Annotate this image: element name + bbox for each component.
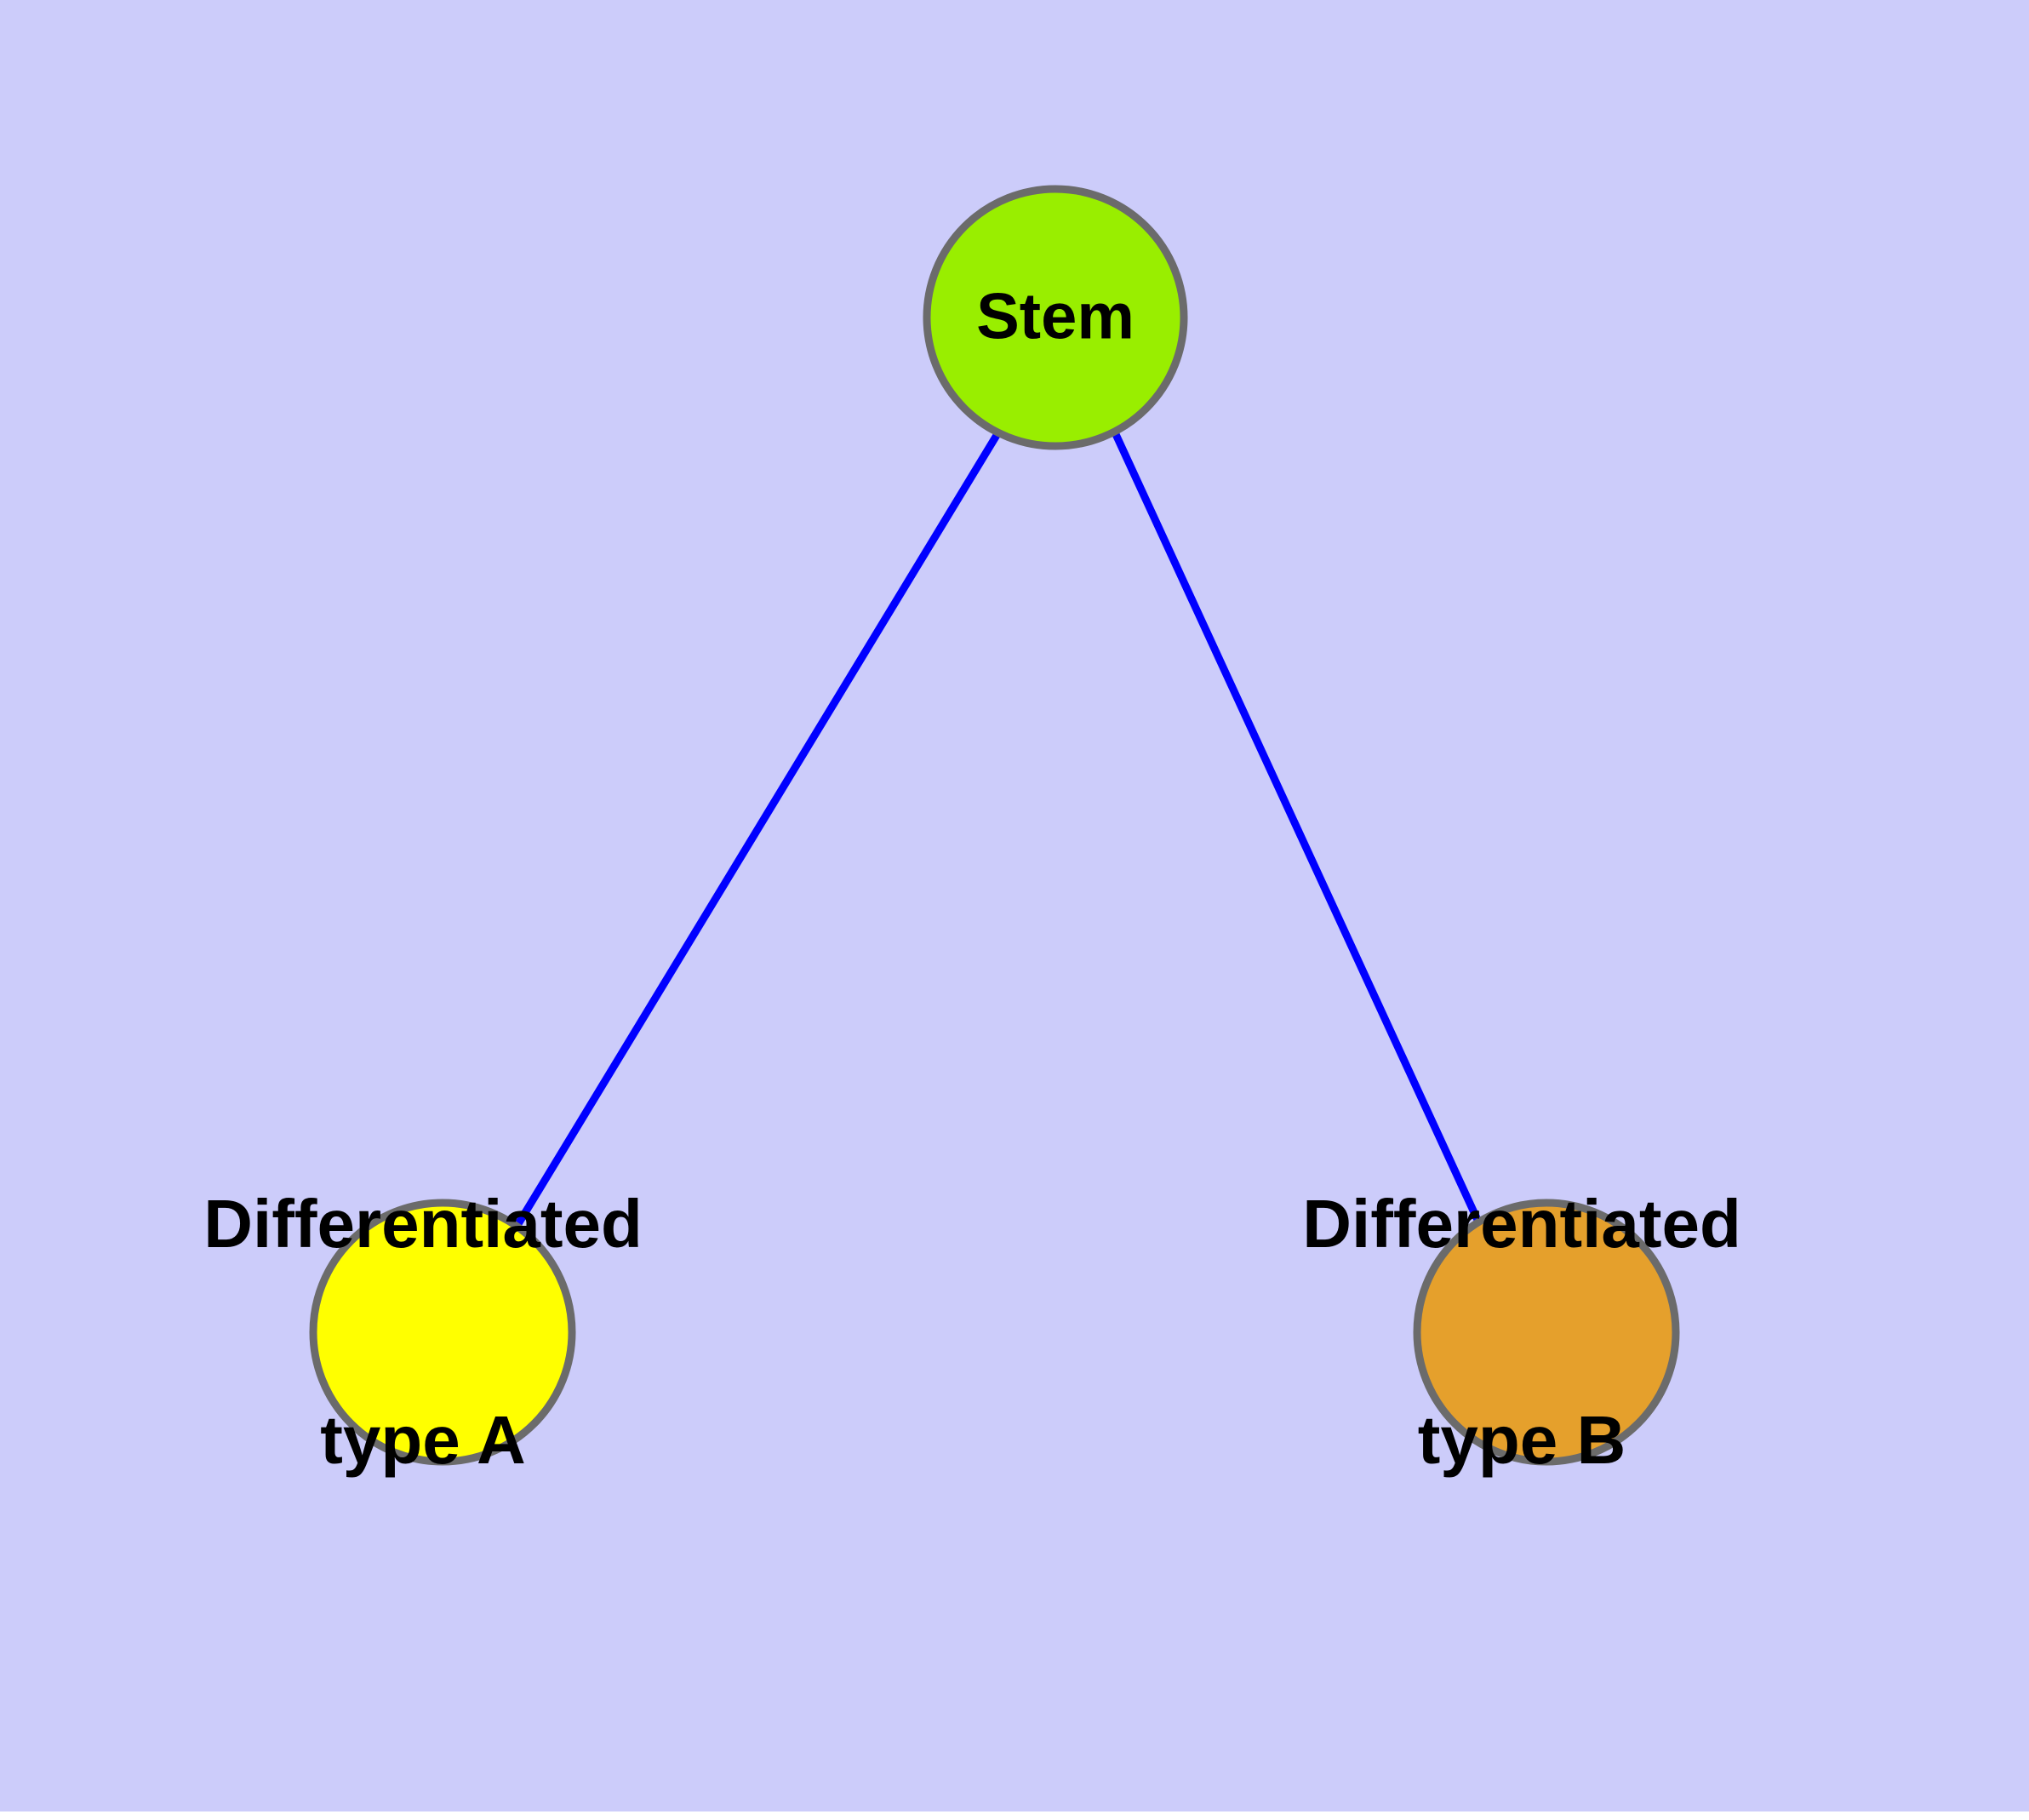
node-stem[interactable] xyxy=(923,185,1188,450)
edge-group xyxy=(511,430,1487,1233)
edge-stem-to-type-a[interactable] xyxy=(511,430,1002,1233)
node-differentiated-type-b[interactable] xyxy=(1413,1199,1680,1466)
edge-stem-to-type-b[interactable] xyxy=(1111,431,1487,1233)
node-group xyxy=(309,185,1680,1466)
node-differentiated-type-a[interactable] xyxy=(309,1199,576,1466)
